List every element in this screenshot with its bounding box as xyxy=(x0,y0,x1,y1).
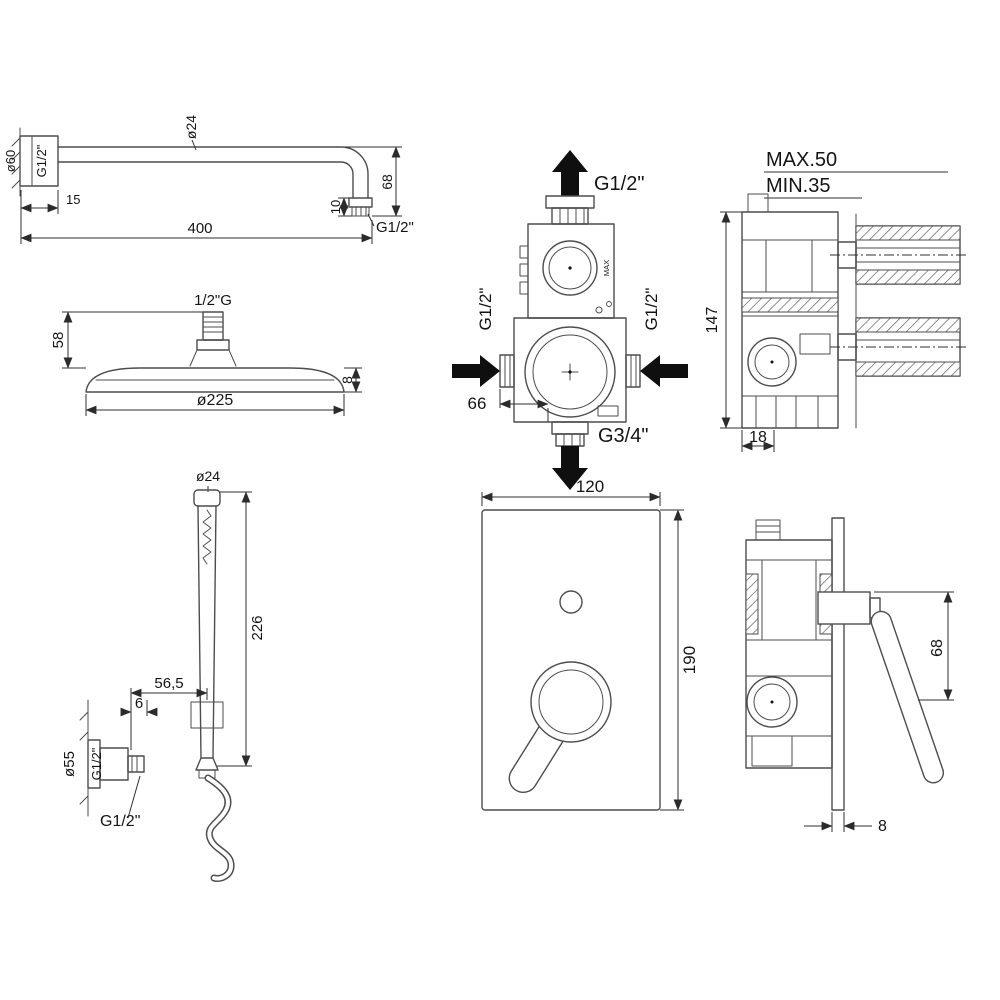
valve-side-view: MAX.50 MIN.35 xyxy=(704,149,968,452)
handshower-flange-diameter-label: ø55 xyxy=(61,751,78,777)
head-connector-height-label: 58 xyxy=(50,332,67,349)
trim-side-view: 68 8 xyxy=(745,517,954,835)
plate-height-label: 190 xyxy=(680,646,699,674)
flow-arrow-up xyxy=(552,150,588,196)
arm-flange-thread-label: G1/2" xyxy=(34,144,49,177)
valve-front-view: G1/2" MAX G1/2" G1/2" xyxy=(452,150,688,490)
cartridge-sleeve xyxy=(817,591,871,625)
plate-width-label: 120 xyxy=(576,477,604,496)
handshower-hose-thread-label: G1/2" xyxy=(100,813,140,830)
handshower-length-label: 226 xyxy=(249,615,266,640)
arm-diameter-label: ø24 xyxy=(183,115,199,139)
valve-left-thread-label: G1/2" xyxy=(476,288,495,331)
detail-mark xyxy=(606,301,612,307)
flow-arrow-right-inlet xyxy=(640,355,688,387)
side-lever-handle xyxy=(870,610,945,784)
arm-length-label: 400 xyxy=(187,220,212,237)
handshower-bracket-depth-label: 6 xyxy=(135,695,143,712)
valve-max-marking-label: MAX xyxy=(602,260,611,276)
flow-arrow-down xyxy=(552,446,588,490)
head-diameter-label: ø225 xyxy=(197,392,234,409)
mixer-lever-base xyxy=(530,661,612,743)
valve-min-depth-label: MIN.35 xyxy=(766,175,830,197)
head-inlet-thread-label: 1/2"G xyxy=(194,292,232,309)
arm-drop-height-label: 68 xyxy=(379,174,395,190)
plate-thickness-label: 8 xyxy=(878,818,887,835)
shower-arm-view: ø60 G1/2" 15 ø24 68 10 G1/2" 400 xyxy=(3,115,414,244)
valve-flange-depth-label: 18 xyxy=(749,429,767,446)
trim-front-view: 120 190 xyxy=(481,477,699,811)
lever-projection-label: 68 xyxy=(929,639,946,657)
head-thickness-label: 8 xyxy=(339,376,355,384)
shower-head-view: 1/2"G 58 8 ø225 xyxy=(50,292,362,416)
valve-body-height-label: 147 xyxy=(704,307,721,334)
valve-right-thread-label: G1/2" xyxy=(642,288,661,331)
valve-body-width-label: 66 xyxy=(468,394,487,413)
valve-bottom-thread-label: G3/4" xyxy=(598,425,648,447)
diverter-button xyxy=(559,590,583,614)
arm-wall-offset-label: 15 xyxy=(66,192,80,207)
detail-mark xyxy=(595,306,603,314)
handshower-diameter-label: ø24 xyxy=(196,468,220,484)
arm-tip-length-label: 10 xyxy=(328,200,343,214)
hand-shower-view: ø24 ø55 G1/2" 226 56,5 6 G1/2 xyxy=(61,468,266,882)
handshower-bracket-offset-label: 56,5 xyxy=(154,675,183,692)
valve-max-depth-label: MAX.50 xyxy=(766,149,837,171)
arm-flange-diameter-label: ø60 xyxy=(3,150,18,172)
arm-outlet-thread-label: G1/2" xyxy=(376,219,414,236)
valve-top-thread-label: G1/2" xyxy=(594,173,644,195)
handshower-flange-thread-label: G1/2" xyxy=(89,747,104,780)
flow-arrow-left-inlet xyxy=(452,355,500,387)
